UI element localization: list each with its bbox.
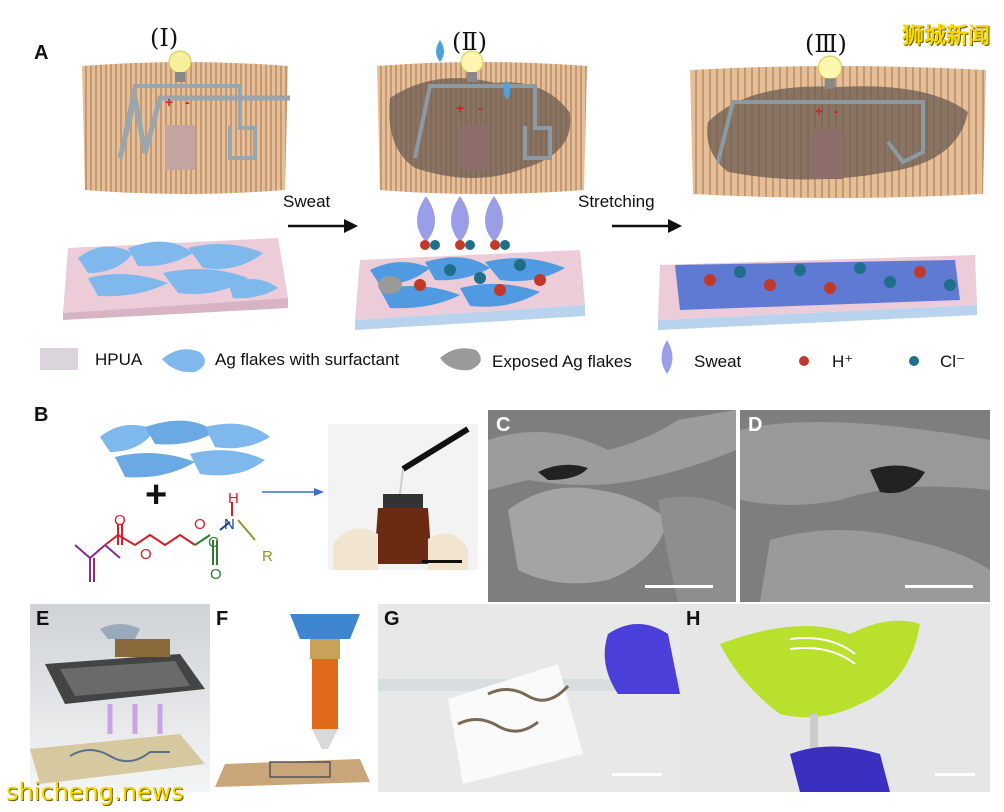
scale-bar-b: [422, 560, 462, 563]
minus-terminal-3: -: [834, 103, 839, 119]
atom-o-carbonyl-1: O: [114, 512, 126, 529]
textile-device-2: [377, 62, 587, 194]
sweat-drop-icon-2: [503, 80, 511, 100]
panel-label-g: G: [384, 608, 400, 630]
ion-dots: [414, 240, 956, 296]
stage-label-1: (Ⅰ): [150, 24, 179, 52]
arrow-right-icon-3: [262, 488, 324, 496]
stage-label-3: (Ⅲ): [805, 30, 847, 58]
legend-label-exposed: Exposed Ag flakes: [492, 352, 632, 371]
minus-terminal-2: -: [478, 100, 483, 116]
atom-o-ether: O: [194, 516, 206, 533]
scale-bar-g: [612, 773, 662, 776]
plus-terminal-1: +: [165, 94, 174, 110]
arrow-label-sweat: Sweat: [283, 192, 331, 211]
legend-swatch-cl-ion: [909, 356, 919, 366]
legend-label-sweat: Sweat: [694, 352, 742, 371]
atom-n: N: [224, 516, 235, 533]
arrow-right-icon-1: [288, 219, 358, 233]
atom-h: H: [228, 490, 239, 507]
atom-o-ester: O: [140, 546, 152, 563]
legend-label-h-ion: H⁺: [832, 352, 854, 371]
panel-label-e: E: [36, 608, 50, 630]
textile-device-1: [82, 62, 290, 194]
arrow-right-icon-2: [612, 219, 682, 233]
plus-terminal-3: +: [815, 103, 824, 119]
panel-label-f: F: [216, 608, 229, 630]
panel-h-photo: [680, 604, 990, 792]
panel-f-illustration: [210, 604, 378, 792]
scale-bar-c: [645, 585, 713, 588]
legend-label-ag-flakes: Ag flakes with surfactant: [215, 350, 400, 369]
minus-terminal-1: -: [185, 94, 190, 110]
atom-o-carbonyl-2: O: [210, 566, 222, 583]
legend-swatch-h-ion: [799, 356, 809, 366]
composite-block-1: [63, 238, 288, 320]
plus-sign: +: [145, 474, 168, 516]
sem-image-c: [488, 410, 736, 602]
watermark-bottom: shicheng.news: [6, 778, 184, 806]
legend-swatch-exposed: [440, 348, 481, 371]
legend-swatch-sweat: [661, 340, 673, 374]
textile-device-3: [690, 66, 986, 198]
legend-label-cl-ion: Cl⁻: [940, 352, 966, 371]
legend-swatch-hpua: [40, 348, 78, 370]
sweat-drop-icon-1: [436, 40, 444, 62]
ag-flakes-illustration: [100, 420, 270, 478]
molecule-structure: [74, 502, 256, 582]
composite-block-2: [355, 250, 585, 330]
sweat-drops-cluster: [417, 196, 503, 242]
atom-r: R: [262, 548, 273, 565]
legend-label-hpua: HPUA: [95, 350, 143, 369]
panel-e-illustration: [30, 604, 210, 792]
bulb-icon-3: [817, 55, 843, 89]
panel-label-b: B: [34, 404, 49, 426]
bulb-icon-1: [168, 50, 192, 82]
watermark-top: 狮城新闻: [901, 24, 990, 49]
plus-terminal-2: +: [456, 100, 465, 116]
sem-image-d: [740, 410, 990, 602]
panel-label-c: C: [496, 414, 511, 436]
arrow-label-stretching: Stretching: [578, 192, 655, 211]
atom-c-carbamate: C: [208, 534, 219, 551]
panel-label-h: H: [686, 608, 701, 630]
panel-label-a: A: [34, 42, 49, 64]
bulb-icon-2: [460, 50, 484, 82]
ink-bottle-photo: [328, 424, 478, 570]
legend-swatch-ag-flake: [162, 349, 205, 373]
panel-label-d: D: [748, 414, 763, 436]
panel-g-photo: [378, 604, 680, 792]
scale-bar-h: [935, 773, 975, 776]
scale-bar-d: [905, 585, 973, 588]
